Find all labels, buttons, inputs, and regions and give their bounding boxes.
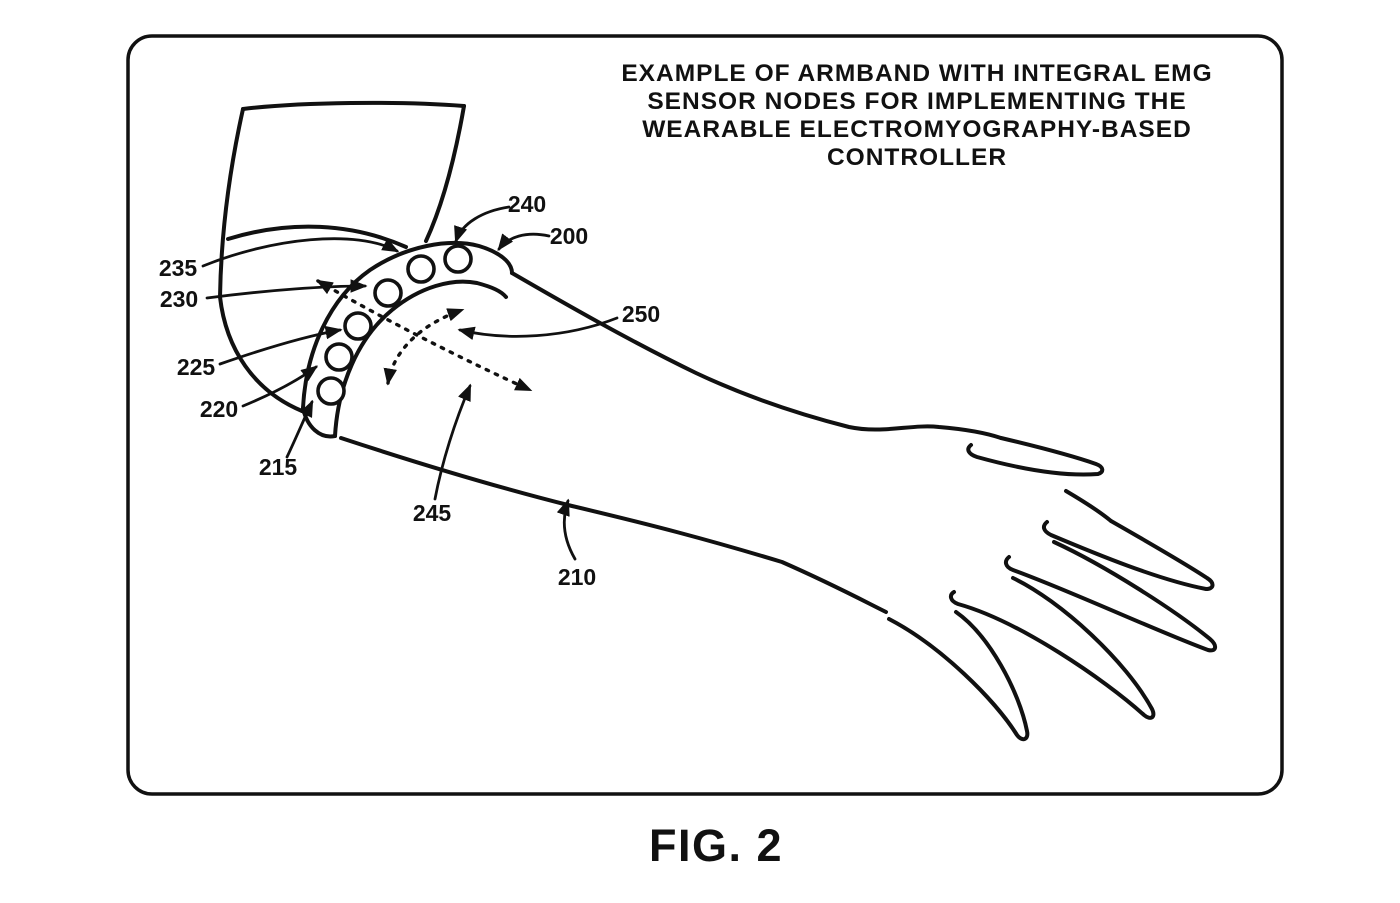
ref-label-235: 235	[159, 255, 198, 281]
emg-sensor-node	[324, 342, 354, 372]
middle-finger-outline	[1003, 540, 1217, 653]
ref-label-210: 210	[558, 564, 596, 590]
sleeve-left-edge	[218, 107, 245, 299]
emg-sensor-node	[443, 244, 473, 274]
leader-arrow-220	[241, 365, 319, 408]
figure-caption: FIG. 2	[649, 820, 783, 871]
figure-title-line-1: EXAMPLE OF ARMBAND WITH INTEGRAL EMG	[621, 60, 1212, 87]
emg-sensor-node	[316, 376, 346, 406]
leader-arrow-250	[457, 316, 619, 340]
ring-finger-outline	[948, 576, 1156, 720]
figure-title: EXAMPLE OF ARMBAND WITH INTEGRAL EMG SEN…	[621, 60, 1212, 171]
emg-sensor-node	[343, 311, 373, 341]
ref-label-215: 215	[259, 454, 298, 480]
ref-label-230: 230	[160, 286, 198, 312]
sleeve-top-edge	[241, 100, 466, 111]
leader-lines	[201, 205, 619, 561]
leader-arrow-200	[497, 232, 551, 252]
pinky-finger-outline	[887, 610, 1030, 742]
palm-edge	[1064, 489, 1113, 523]
figure-title-line-4: CONTROLLER	[827, 144, 1007, 171]
sleeve-outline	[218, 100, 466, 299]
index-finger-outline	[1041, 519, 1215, 592]
leader-arrow-225	[218, 325, 343, 366]
leader-arrow-245	[433, 383, 472, 501]
leader-arrow-215	[285, 399, 314, 459]
figure-border	[126, 34, 1284, 796]
ref-label-250: 250	[622, 301, 660, 327]
motion-arrows	[315, 279, 533, 392]
emg-sensor-node	[406, 254, 436, 284]
motion-arrow-rotational	[383, 308, 465, 386]
leader-arrow-210	[556, 498, 577, 561]
thumb-outline	[966, 436, 1105, 477]
hand-outline	[887, 436, 1217, 742]
ref-label-220: 220	[200, 396, 238, 422]
figure-title-line-3: WEARABLE ELECTROMYOGRAPHY-BASED	[642, 116, 1192, 143]
reference-numerals: 240 200 235 230 250 225 220 215 245 210	[159, 191, 660, 590]
leader-arrow-235	[201, 237, 400, 268]
ref-label-200: 200	[550, 223, 588, 249]
forearm-top-right	[510, 271, 1003, 440]
emg-sensor-node	[373, 278, 403, 308]
figure-title-line-2: SENSOR NODES FOR IMPLEMENTING THE	[647, 88, 1186, 115]
leader-arrow-230	[205, 279, 368, 300]
ref-label-245: 245	[413, 500, 452, 526]
leader-arrow-240	[454, 205, 511, 244]
sleeve-right-edge	[424, 104, 466, 243]
ref-label-225: 225	[177, 354, 216, 380]
ref-label-240: 240	[508, 191, 546, 217]
elbow-curve	[218, 295, 304, 413]
